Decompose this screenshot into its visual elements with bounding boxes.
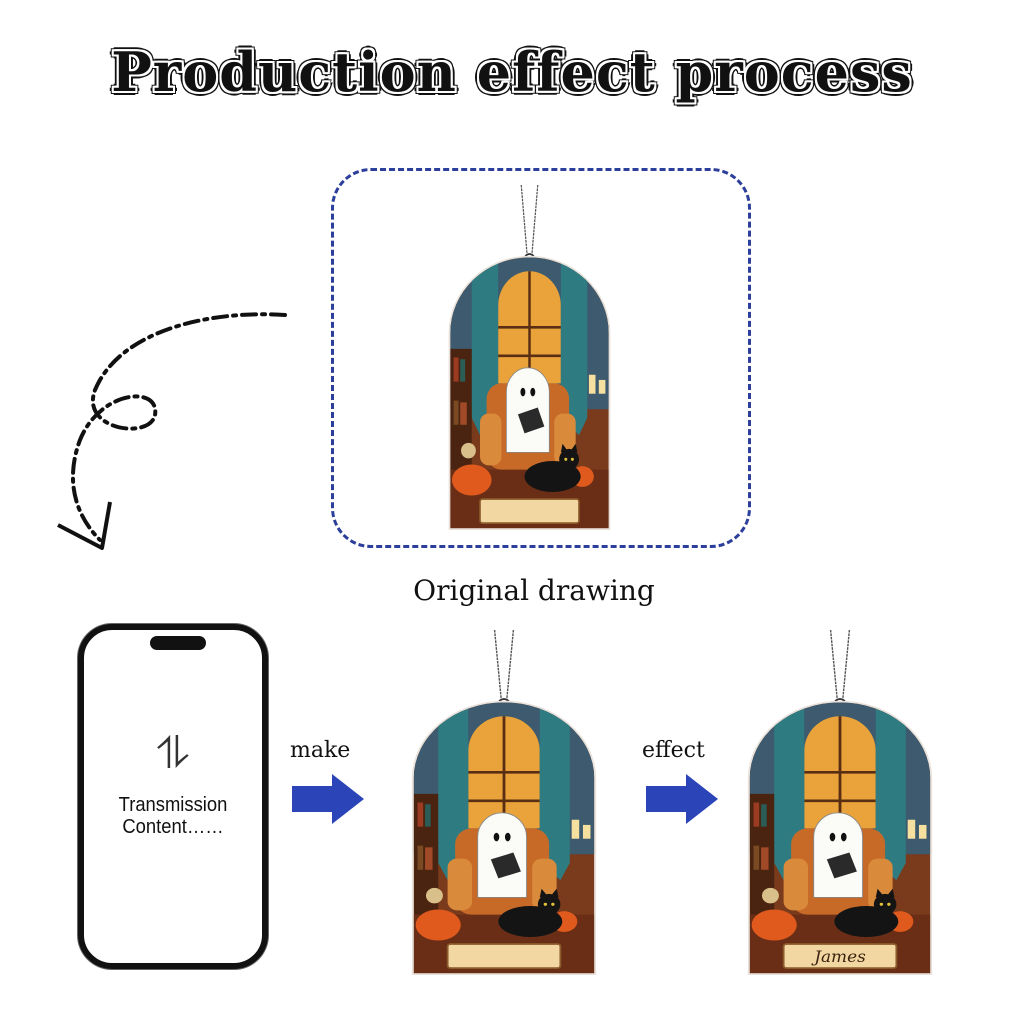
make-label: make: [290, 738, 351, 763]
page-title: Production effect process: [111, 40, 913, 104]
made-ornament-image: [410, 630, 598, 975]
phone-illustration: ⥮ Transmission Content……: [78, 624, 268, 969]
original-drawing-label: Original drawing: [413, 574, 655, 607]
up-down-arrows-icon: ⥮: [157, 728, 189, 779]
effect-arrow-icon: [646, 774, 718, 824]
phone-notch: [150, 636, 206, 650]
original-ornament-image: [447, 185, 612, 530]
curly-arrow-icon: [57, 312, 287, 550]
transmission-content-text: Transmission Content……: [91, 794, 255, 838]
original-drawing-frame: [331, 168, 751, 548]
effect-label: effect: [642, 738, 705, 763]
personalized-ornament-image: James: [746, 630, 934, 975]
phone-line-2: Content……: [122, 816, 224, 838]
make-arrow-icon: [292, 774, 364, 824]
phone-line-1: Transmission: [118, 794, 228, 816]
personalized-name: James: [811, 948, 866, 966]
